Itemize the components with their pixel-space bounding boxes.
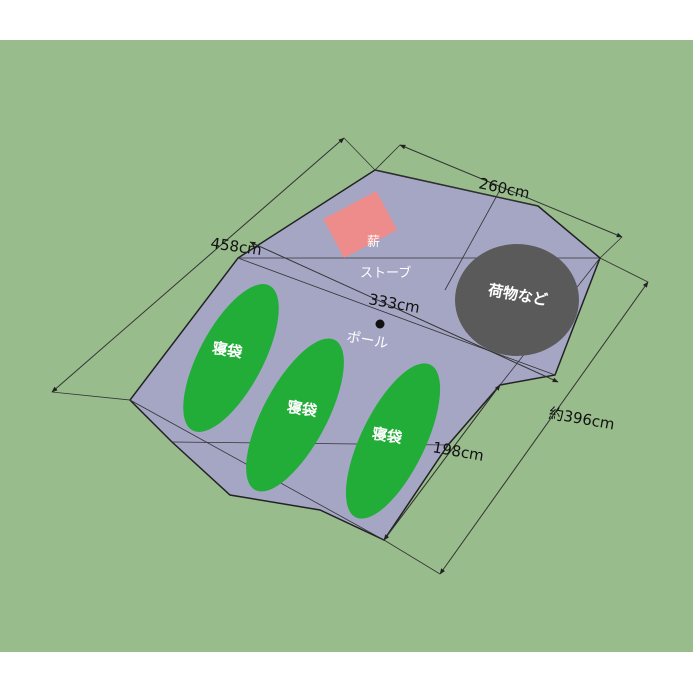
- ext-line-diag-top: [599, 257, 649, 283]
- dim-line-inner-width: [383, 384, 501, 541]
- stove-area: 薪 ストーブ: [323, 190, 411, 281]
- sleeping-bag-2-label: 寝袋: [286, 398, 320, 421]
- ext-line-side-bottom: [51, 391, 131, 401]
- pole-label: ポール: [345, 329, 389, 352]
- luggage-area: 荷物など: [455, 244, 579, 356]
- sleeping-bag-2: 寝袋: [246, 338, 344, 492]
- pole-marker: [375, 319, 385, 329]
- sleeping-bag-1: 寝袋: [183, 284, 279, 432]
- sleeping-bag-3: 寝袋: [345, 363, 441, 519]
- stove-label-line2: ストーブ: [360, 265, 411, 281]
- sleeping-bag-3-label: 寝袋: [371, 424, 405, 447]
- ext-line-front-right: [599, 236, 623, 259]
- ext-line-front-left: [374, 144, 401, 171]
- ext-line-side-top: [343, 137, 376, 171]
- stove-label-line1: 薪: [367, 235, 380, 250]
- dim-line-front-width: [399, 144, 623, 238]
- dim-line-side-length: [51, 137, 345, 393]
- sleeping-bag-1-label: 寝袋: [211, 339, 245, 362]
- ext-line-diag-bottom: [383, 539, 441, 575]
